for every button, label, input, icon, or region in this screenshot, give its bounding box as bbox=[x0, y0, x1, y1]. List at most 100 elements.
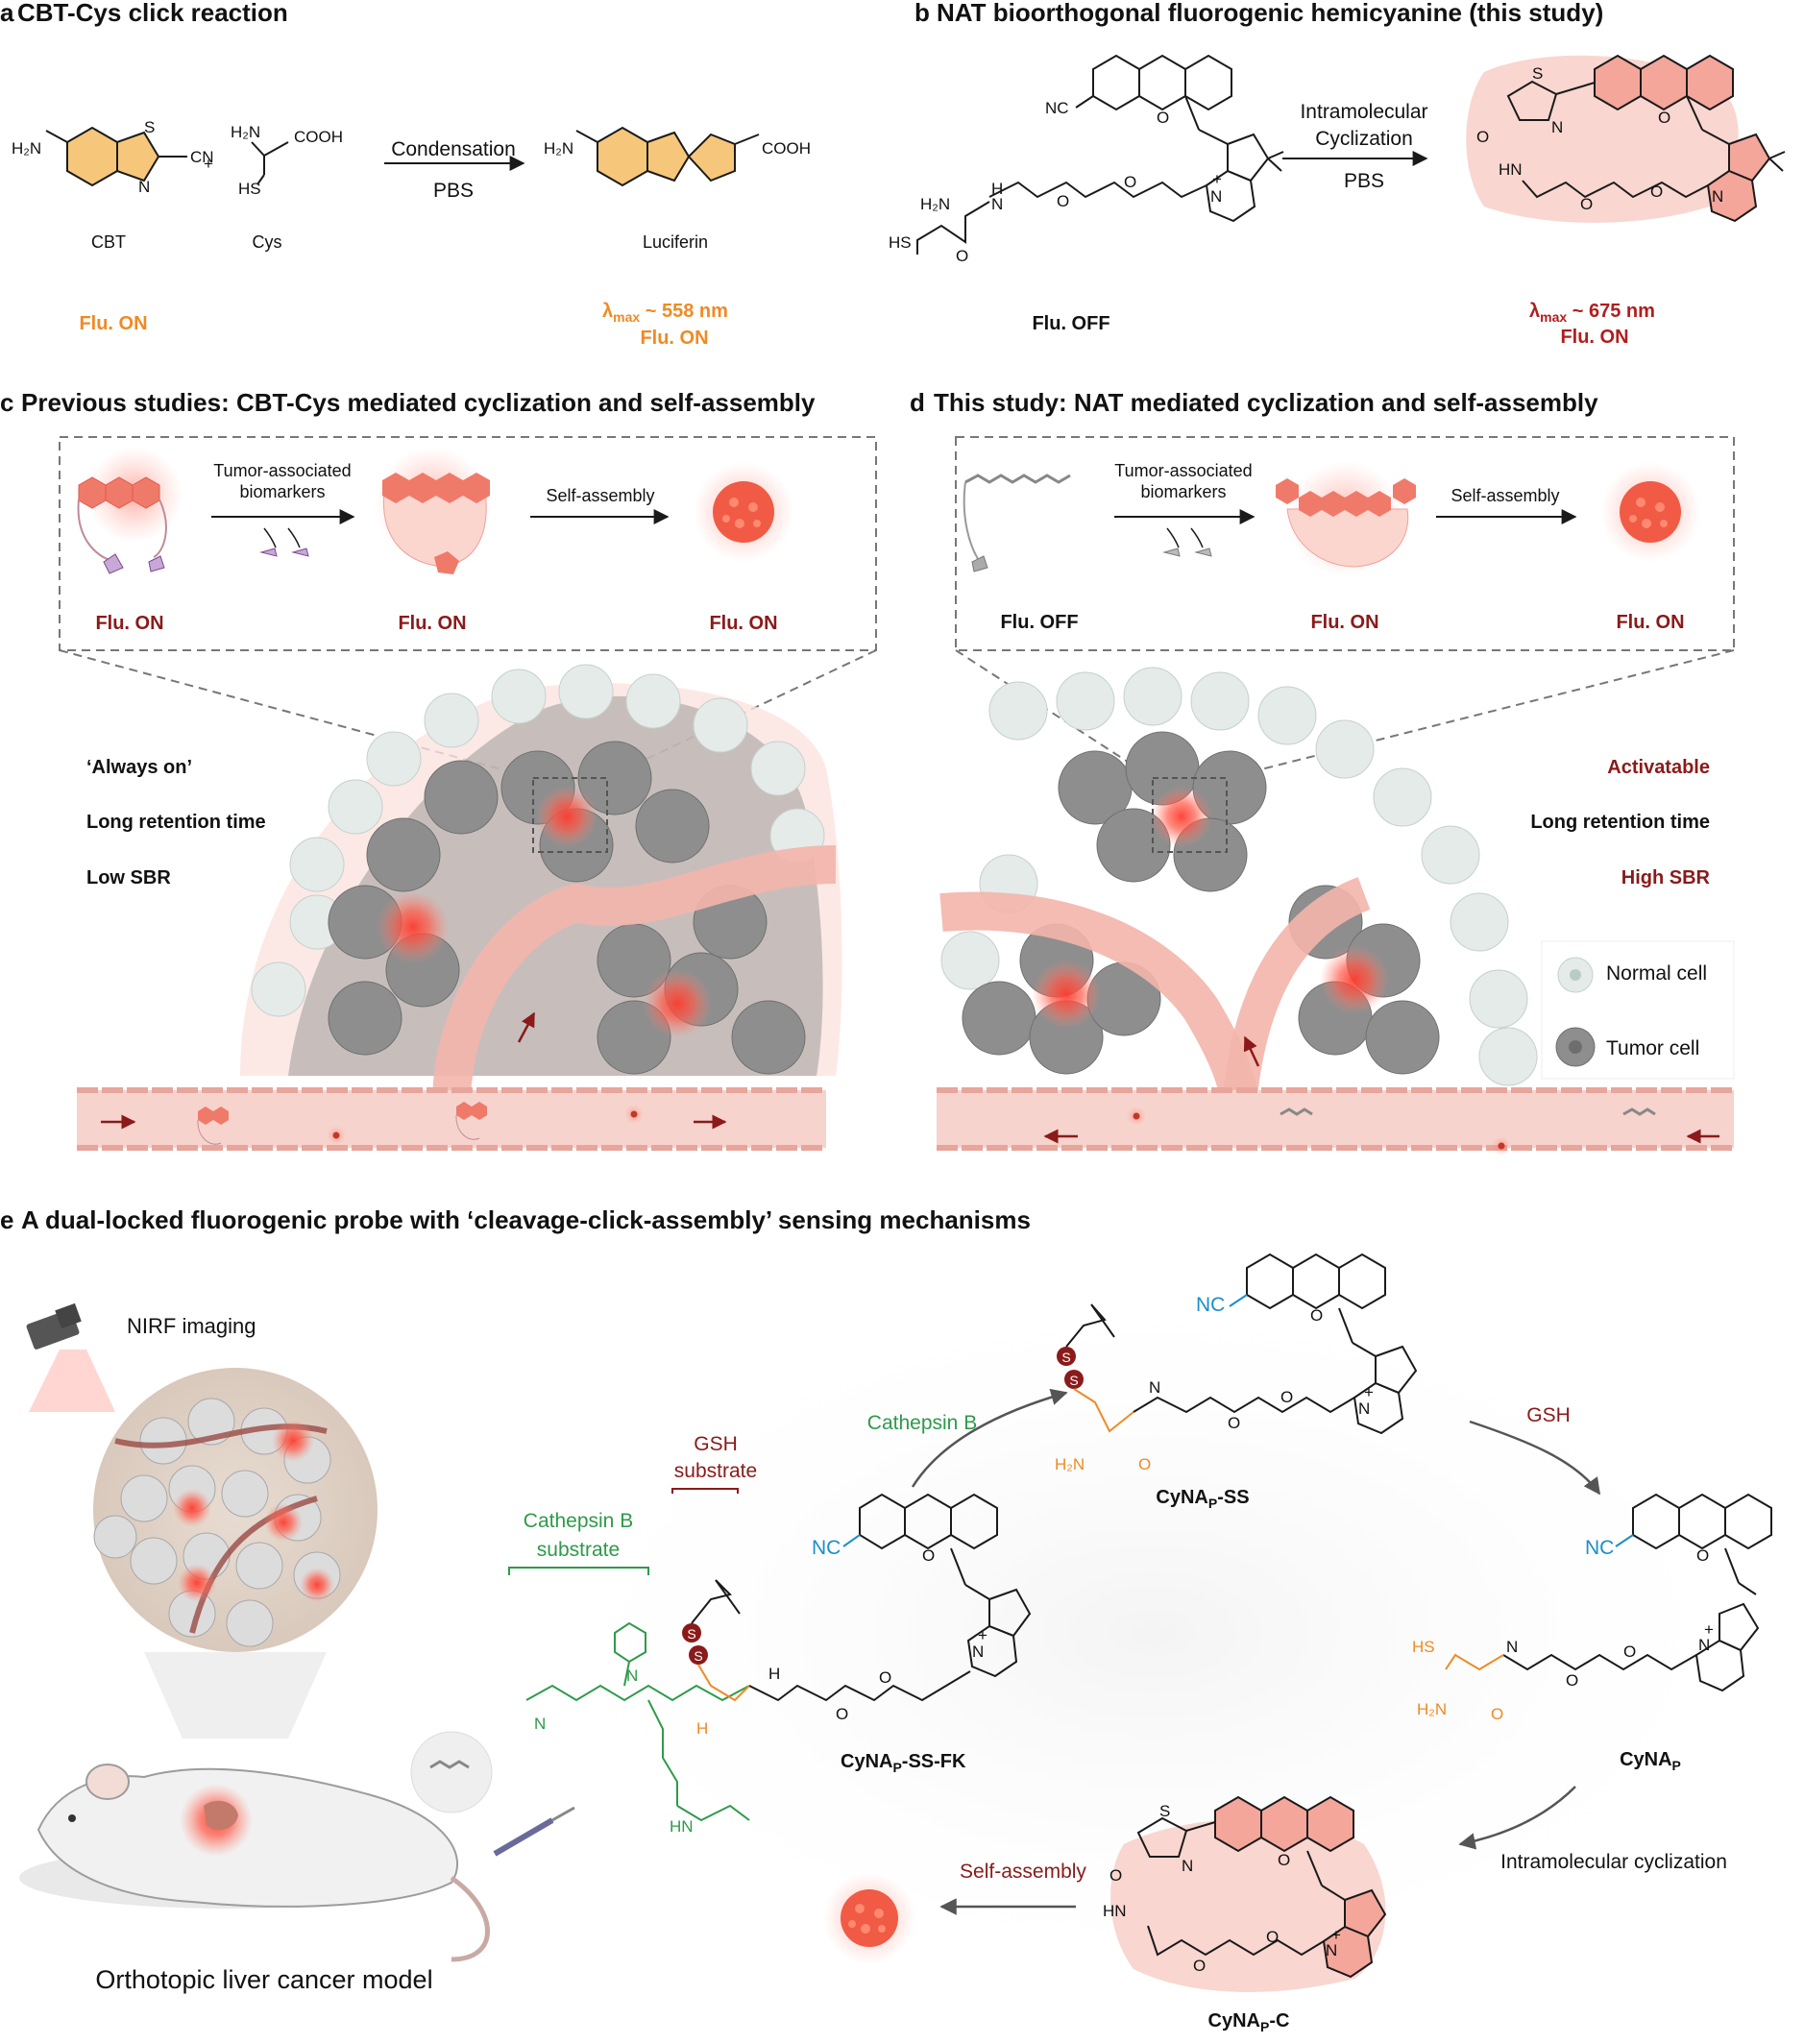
panel-c-nanoparticle bbox=[694, 462, 793, 562]
sskf-plus: + bbox=[978, 1626, 987, 1644]
product-o3: O bbox=[1650, 182, 1663, 201]
intramolecular-label: Intramolecular cyclization bbox=[1500, 1851, 1727, 1873]
cbt-n: N bbox=[138, 178, 150, 196]
panel-d-flu3: Flu. ON bbox=[1616, 612, 1684, 633]
panel-c-prop1: ‘Always on’ bbox=[86, 757, 192, 778]
product-macrocycle: S N O O HN N O O bbox=[1466, 54, 1786, 223]
gsh-arrow-label: GSH bbox=[1526, 1404, 1571, 1426]
panel-d-step1-line2: biomarkers bbox=[1140, 482, 1226, 501]
c-o1: O bbox=[1193, 1957, 1206, 1975]
panel-e-letter: e bbox=[0, 1205, 13, 1234]
reactant-nh-h: H bbox=[991, 180, 1003, 198]
panel-b-lambda: λmax ~ 675 nm bbox=[1529, 301, 1655, 325]
reactant-nc: NC bbox=[1045, 99, 1069, 117]
c-s: S bbox=[1159, 1802, 1170, 1820]
luciferin-name: Luciferin bbox=[643, 232, 708, 252]
ss-n-plus: N bbox=[1358, 1399, 1370, 1418]
product-hn: HN bbox=[1499, 160, 1523, 179]
panel-d-prop1: Activatable bbox=[1607, 757, 1710, 778]
panel-c-cyclized-icon bbox=[375, 447, 490, 574]
linker-o2: O bbox=[1124, 173, 1136, 191]
p-o2: O bbox=[1623, 1642, 1636, 1661]
gsh-substrate-line1: GSH bbox=[694, 1433, 738, 1455]
panel-c-probe-in-vessel-2 bbox=[455, 1102, 487, 1140]
panel-c-letter: c bbox=[0, 388, 13, 417]
panel-e-title: A dual-locked fluorogenic probe with ‘cl… bbox=[21, 1205, 1031, 1234]
sskf-nc: NC bbox=[812, 1537, 841, 1559]
reactant-nh-n: N bbox=[991, 195, 1003, 213]
plus-sign: + bbox=[204, 155, 213, 173]
p-dye-o: O bbox=[1696, 1546, 1709, 1565]
syringe-icon bbox=[493, 1817, 554, 1857]
reactant-hs: HS bbox=[889, 233, 912, 252]
p-n-plus: N bbox=[1698, 1636, 1710, 1654]
panel-a-lambda: λmax ~ 558 nm bbox=[602, 301, 728, 325]
legend-normal-cell: Normal cell bbox=[1606, 962, 1707, 985]
ss-s2: S bbox=[1069, 1373, 1078, 1388]
panel-c-step1-line2: biomarkers bbox=[239, 482, 325, 501]
c-hn: HN bbox=[1103, 1902, 1127, 1920]
c-dye-o: O bbox=[1278, 1851, 1290, 1869]
panel-d-probe-icon bbox=[963, 474, 1071, 572]
cys-hs: HS bbox=[238, 180, 261, 198]
luciferin-amine: H₂N bbox=[544, 139, 573, 158]
linker-o1: O bbox=[1057, 192, 1069, 210]
panel-c-flu2: Flu. ON bbox=[398, 613, 466, 634]
panel-c-prop2: Long retention time bbox=[86, 812, 266, 833]
cbt-name: CBT bbox=[91, 232, 126, 252]
p-nc: NC bbox=[1585, 1537, 1614, 1559]
reactant-o: O bbox=[1157, 109, 1169, 127]
panel-d-legend: Normal cell Tumor cell bbox=[1541, 940, 1735, 1080]
cys-name: Cys bbox=[253, 232, 282, 252]
cys-molecule: H₂N COOH HS bbox=[231, 123, 343, 198]
panel-d-step2: Self-assembly bbox=[1451, 486, 1559, 505]
sskf-linker-nh: H bbox=[768, 1665, 780, 1683]
reactant-plus: + bbox=[1212, 170, 1222, 188]
ss-name: CyNAP-SS bbox=[1156, 1487, 1249, 1511]
p-o1: O bbox=[1566, 1671, 1578, 1690]
sskf-o2: O bbox=[879, 1668, 891, 1687]
panel-c-zoom-box bbox=[59, 436, 877, 651]
ss-nc: NC bbox=[1196, 1294, 1225, 1316]
cathepsin-substrate-line1: Cathepsin B bbox=[524, 1510, 633, 1532]
panel-b-flu-right: Flu. ON bbox=[1560, 327, 1628, 348]
ss-o1: O bbox=[1228, 1414, 1240, 1432]
panel-c-flu1: Flu. ON bbox=[95, 613, 163, 634]
ss-carbonyl-o: O bbox=[1138, 1455, 1151, 1473]
reactant-n-plus: N bbox=[1210, 187, 1222, 206]
panel-d-zoom-box bbox=[955, 436, 1735, 651]
panel-d: d This study: NAT mediated cyclization a… bbox=[910, 388, 1735, 1156]
panel-a-arrow-bottom: PBS bbox=[433, 180, 474, 202]
cynap: NC O N + O O N HS H₂N O CyNAP bbox=[1412, 1493, 1772, 1773]
gsh-substrate-line2: substrate bbox=[674, 1460, 757, 1482]
panel-a-letter: a bbox=[0, 0, 14, 27]
tumor-tissue-circle bbox=[93, 1368, 378, 1652]
cynap-ss-fk: Cathepsin B substrate GSH substrate N N … bbox=[508, 1433, 1032, 1836]
panel-c-title: Previous studies: CBT-Cys mediated cycli… bbox=[21, 388, 816, 417]
c-plus: + bbox=[1331, 1926, 1341, 1944]
panel-c-probe-in-vessel-1 bbox=[197, 1107, 229, 1145]
cbt-s: S bbox=[144, 118, 155, 136]
legend-tumor-cell: Tumor cell bbox=[1606, 1037, 1699, 1059]
mouse-illustration bbox=[19, 1731, 575, 1962]
product-o: O bbox=[1658, 109, 1670, 127]
cbt-amine: H₂N bbox=[12, 139, 41, 158]
sskf-orange-nh: H bbox=[696, 1719, 708, 1738]
sskf-hn: HN bbox=[670, 1817, 694, 1836]
cys-h2n: H₂N bbox=[231, 123, 260, 141]
panel-a-flu-right: Flu. ON bbox=[640, 328, 708, 349]
panel-b-arrow-top-1: Intramolecular bbox=[1300, 101, 1427, 123]
panel-c-tissue bbox=[240, 664, 842, 1106]
cys-cooh: COOH bbox=[294, 128, 343, 146]
sskf-name: CyNAP-SS-FK bbox=[841, 1751, 966, 1775]
panel-d-flu1: Flu. OFF bbox=[1000, 612, 1078, 633]
panel-a-title: CBT-Cys click reaction bbox=[17, 0, 288, 27]
sskf-dye-o: O bbox=[922, 1546, 935, 1565]
product-n: N bbox=[1551, 118, 1563, 136]
panel-d-step1-line1: Tumor-associated bbox=[1114, 461, 1252, 480]
ss-o2: O bbox=[1280, 1388, 1293, 1406]
c-n-plus: N bbox=[1326, 1941, 1337, 1959]
panel-d-tissue bbox=[939, 667, 1538, 1107]
panel-c-step2: Self-assembly bbox=[546, 486, 654, 505]
